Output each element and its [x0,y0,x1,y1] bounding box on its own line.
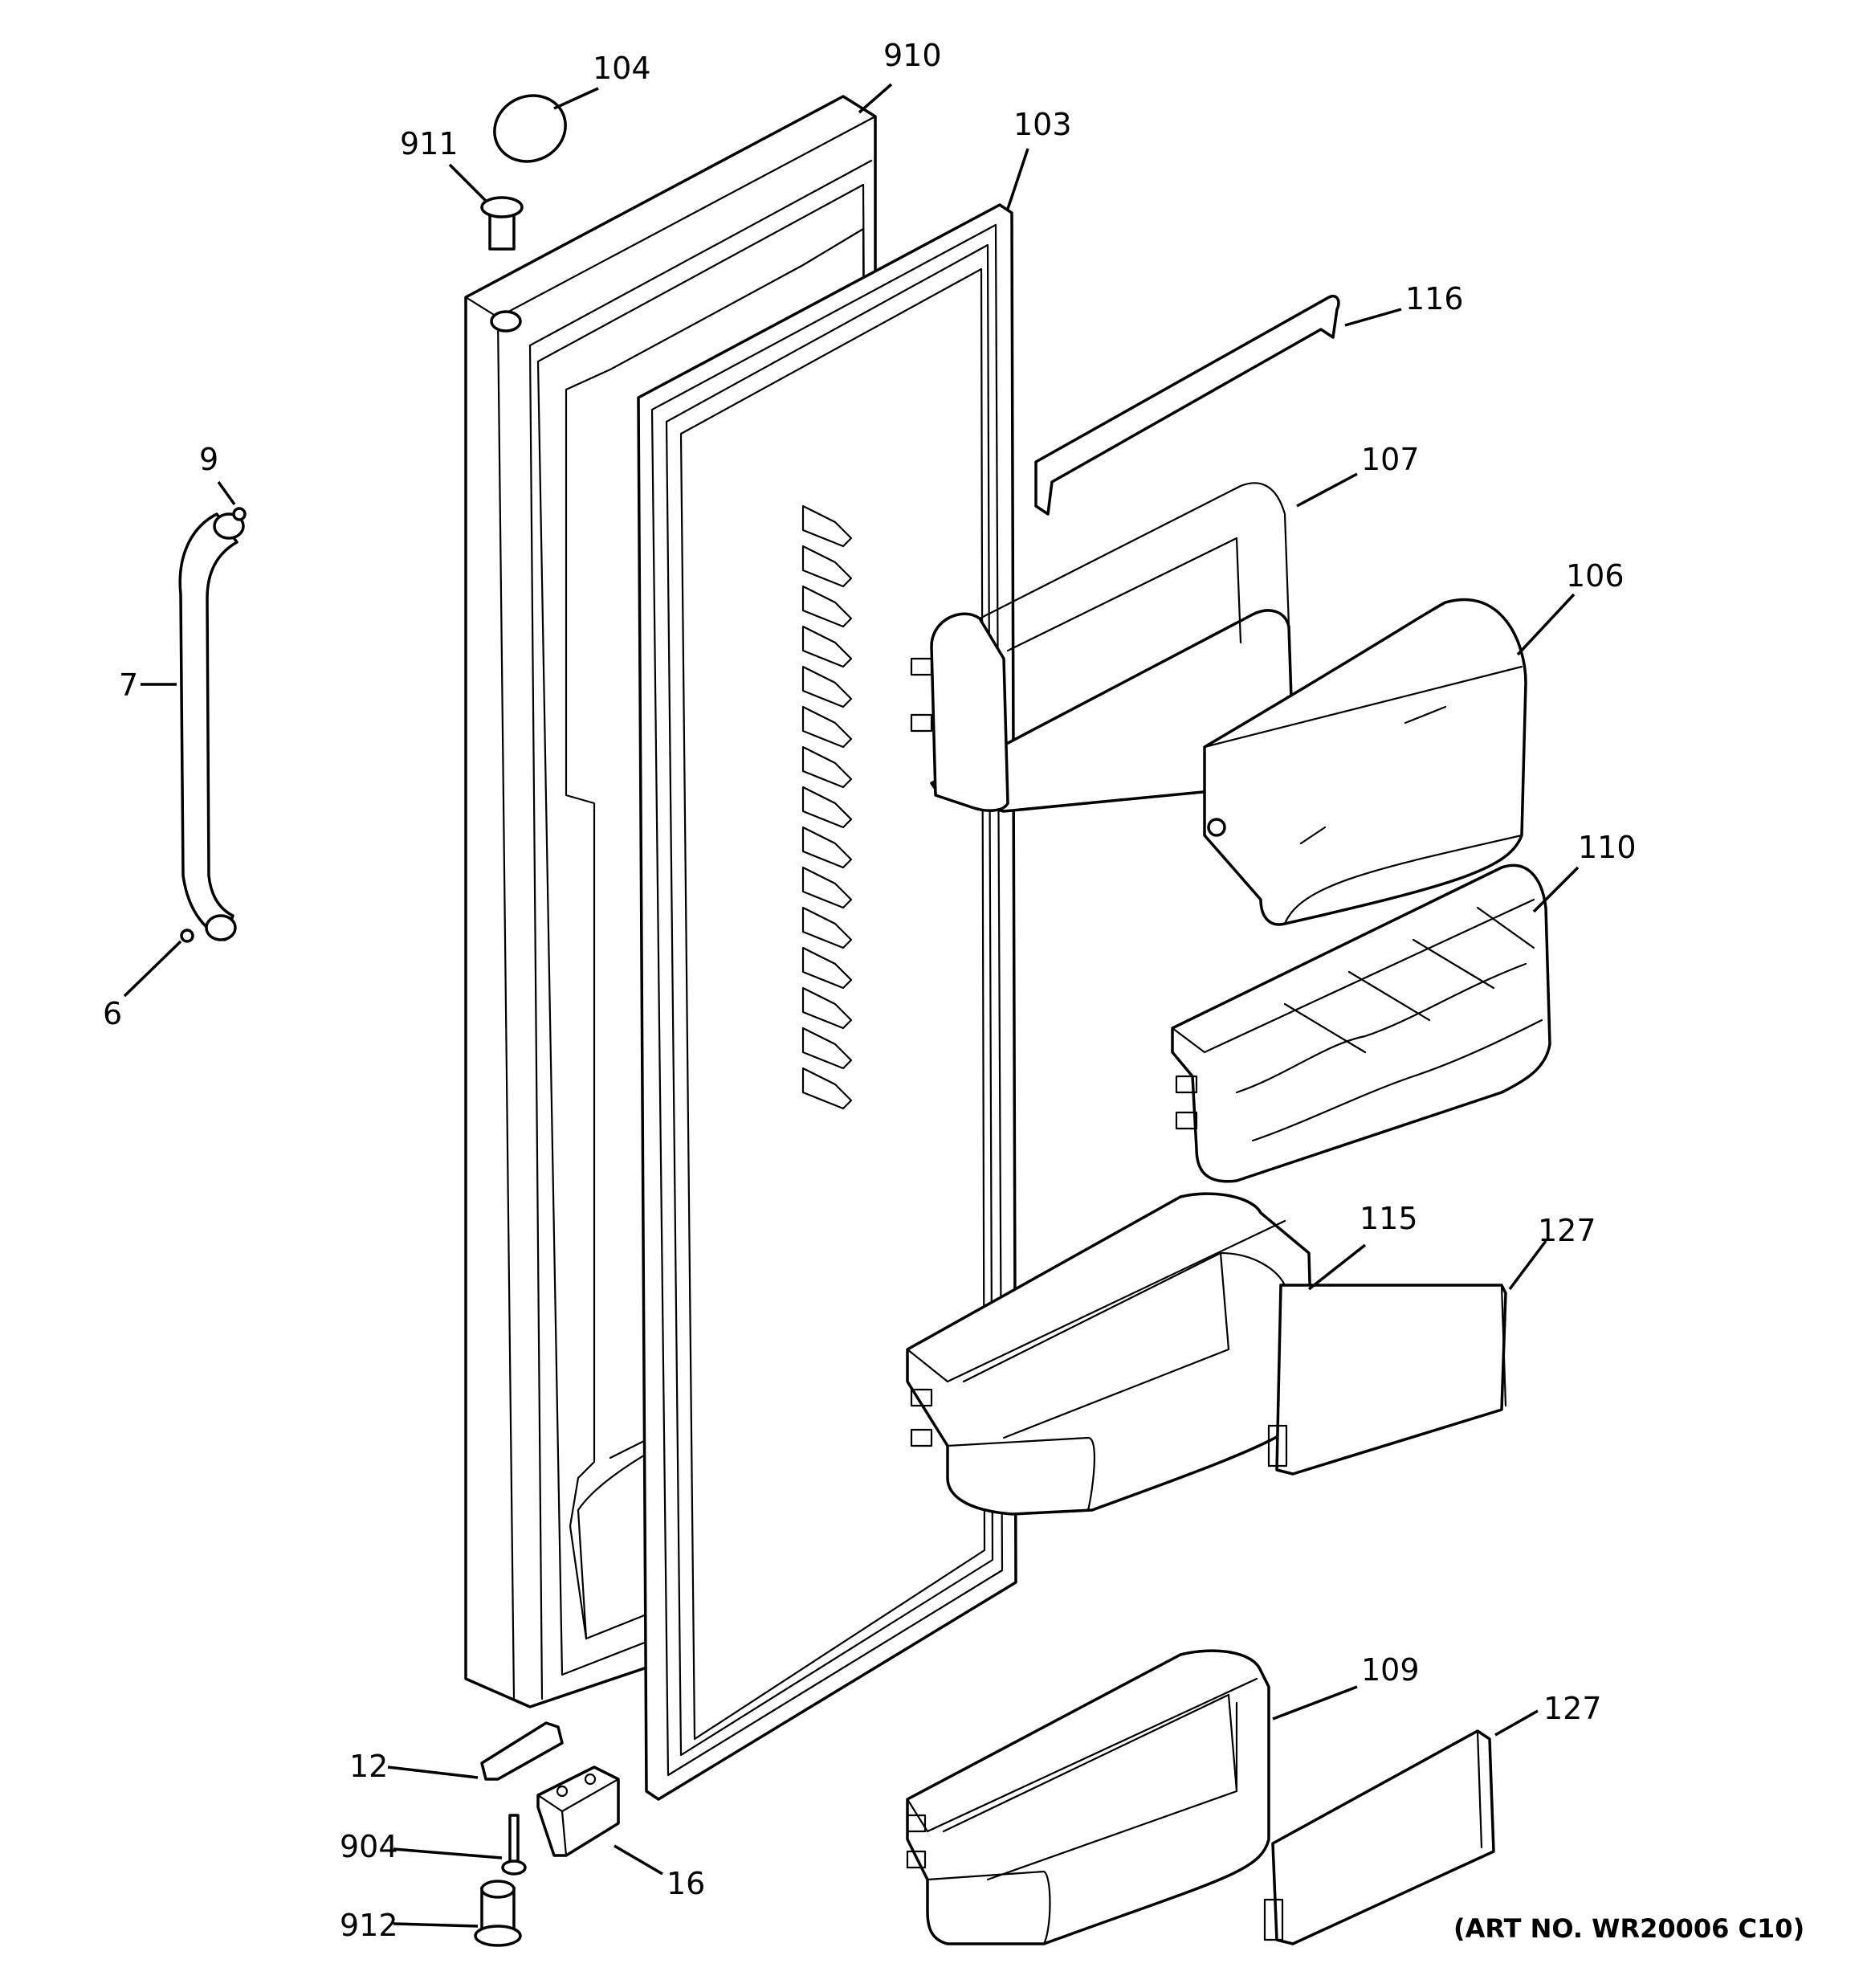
callout-16: 16 [667,1866,705,1901]
shelf-rail-116 [1034,295,1340,516]
art-number: (ART NO. WR20006 C10) [1453,1913,1804,1944]
callout-9: 9 [199,442,218,477]
egg-tray-110 [1171,863,1551,1183]
callout-6: 6 [103,996,122,1031]
retainer-bar-127-lower [1263,1729,1495,1945]
leader-lines [123,83,1580,1928]
door-bin-115 [906,1192,1315,1516]
callout-109: 109 [1361,1652,1420,1688]
bin-cover-106 [1203,598,1527,926]
screw-6 [180,929,194,943]
callout-912: 912 [340,1908,398,1943]
door-gasket [637,203,1017,1801]
callout-115: 115 [1360,1201,1418,1236]
door-bin-107 [910,482,1294,813]
callout-104: 104 [593,51,651,86]
hinge-16 [536,1766,620,1857]
callout-910: 910 [883,38,942,73]
door-handle [178,512,245,941]
bushing-911 [480,196,524,251]
retainer-bar-127-upper [1267,1284,1507,1476]
screw-9 [232,507,247,521]
callout-12: 12 [349,1749,388,1784]
callout-127-upper: 127 [1538,1213,1596,1248]
callout-103: 103 [1013,107,1072,142]
callout-127-lower: 127 [1543,1691,1602,1726]
callout-7: 7 [119,667,138,703]
door-bin-109 [906,1649,1270,1945]
cap-104 [493,94,567,163]
shelf-tabs [801,504,853,1110]
callout-107: 107 [1361,442,1420,477]
callout-116: 116 [1405,281,1464,316]
screw-904 [501,1814,527,1876]
callout-labels: 104 910 911 103 116 9 107 7 106 110 6 11… [103,38,1637,1943]
callout-110: 110 [1578,830,1637,865]
callout-106: 106 [1566,558,1625,594]
callout-911: 911 [400,126,459,161]
callout-904: 904 [340,1829,398,1864]
hinge-plate-12 [480,1721,564,1781]
bushing-912 [474,1880,522,1947]
